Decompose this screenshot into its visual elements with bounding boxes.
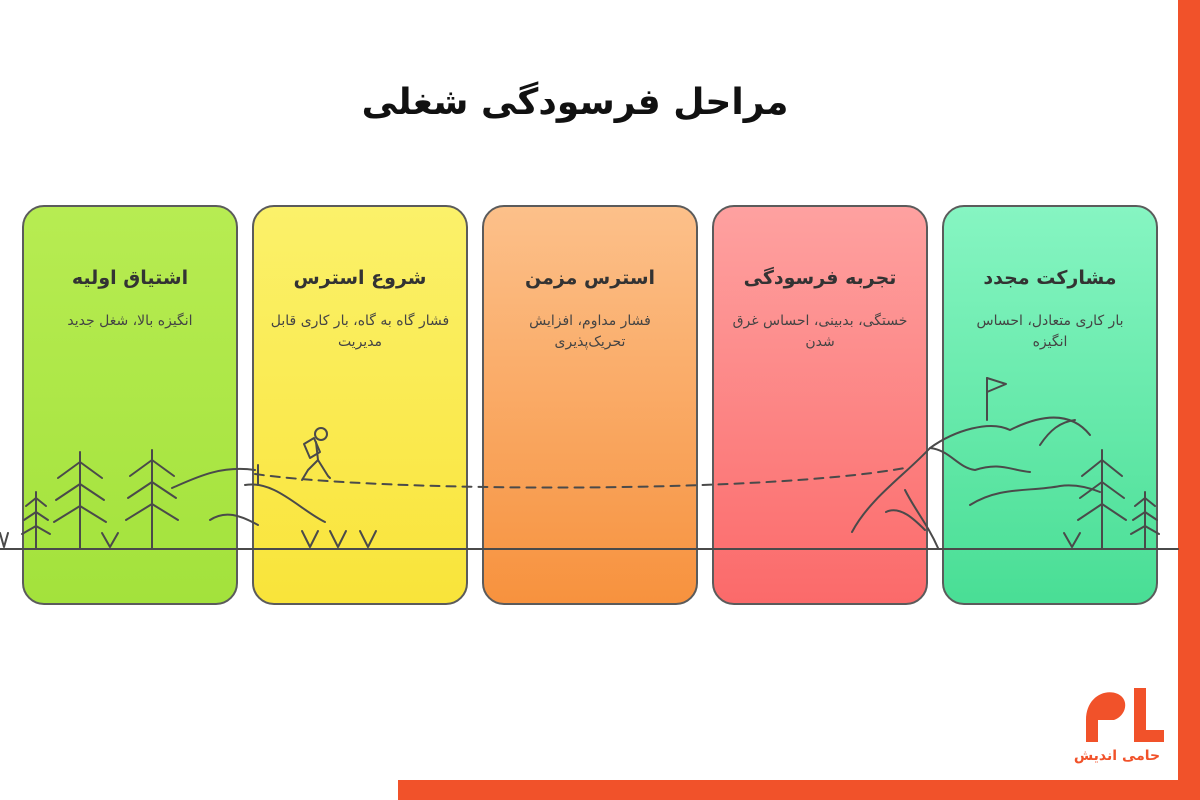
hill-outline — [209, 513, 259, 526]
stage-description: انگیزه بالا، شغل جدید — [67, 313, 193, 329]
stage-card-stress-onset: شروع استرس فشار گاه به گاه، بار کاری قاب… — [252, 205, 468, 605]
grass-icon — [101, 530, 377, 548]
stage-card-burnout: تجربه فرسودگی خستگی، بدبینی، احساس غرق ش… — [712, 205, 928, 605]
pine-tree-icon — [125, 449, 179, 550]
stage-title: استرس مزمن — [524, 267, 656, 289]
brand-frame-right — [1178, 0, 1200, 800]
stage-card-re-engagement: مشارکت مجدد بار کاری متعادل، احساس انگیز… — [942, 205, 1158, 605]
flag-icon — [986, 377, 1007, 421]
stage-title: شروع استرس — [293, 267, 427, 289]
pine-tree-icon — [53, 451, 107, 550]
brand-frame-bottom — [398, 780, 1200, 800]
hill-outline — [244, 483, 326, 523]
mountain-outline — [929, 447, 1031, 473]
pine-tree-icon — [1077, 449, 1127, 550]
stage-description: بار کاری متعادل، احساس انگیزه — [976, 313, 1124, 350]
grass-icon — [1063, 532, 1081, 548]
pine-tree-icon — [21, 491, 51, 550]
brand-logo-icon — [1086, 688, 1164, 742]
stage-description: خستگی، بدبینی، احساس غرق شدن — [732, 313, 908, 350]
mountain-outline — [969, 484, 1101, 506]
mountain-outline — [904, 489, 939, 549]
hiker-icon — [301, 427, 331, 481]
brand-name: حامی اندیش — [1073, 748, 1161, 764]
mountain-outline — [851, 416, 1091, 533]
journey-path — [254, 467, 906, 489]
stage-title: اشتیاق اولیه — [71, 267, 189, 289]
page-title: مراحل فرسودگی شغلی — [361, 82, 789, 123]
mountain-outline — [1039, 419, 1076, 446]
mountain-outline — [885, 509, 926, 531]
stage-title: تجربه فرسودگی — [743, 267, 897, 289]
stage-description: فشار گاه به گاه، بار کاری قابل مدیریت — [270, 313, 450, 350]
hill-outline — [171, 467, 256, 489]
stage-description: فشار مداوم، افزایش تحریک‌پذیری — [529, 313, 651, 350]
stage-card-chronic-stress: استرس مزمن فشار مداوم، افزایش تحریک‌پذیر… — [482, 205, 698, 605]
stage-card-initial-enthusiasm: اشتیاق اولیه انگیزه بالا، شغل جدید — [22, 205, 238, 605]
stage-title: مشارکت مجدد — [983, 267, 1117, 289]
pine-tree-icon — [1130, 491, 1160, 550]
grass-icon — [0, 532, 9, 548]
